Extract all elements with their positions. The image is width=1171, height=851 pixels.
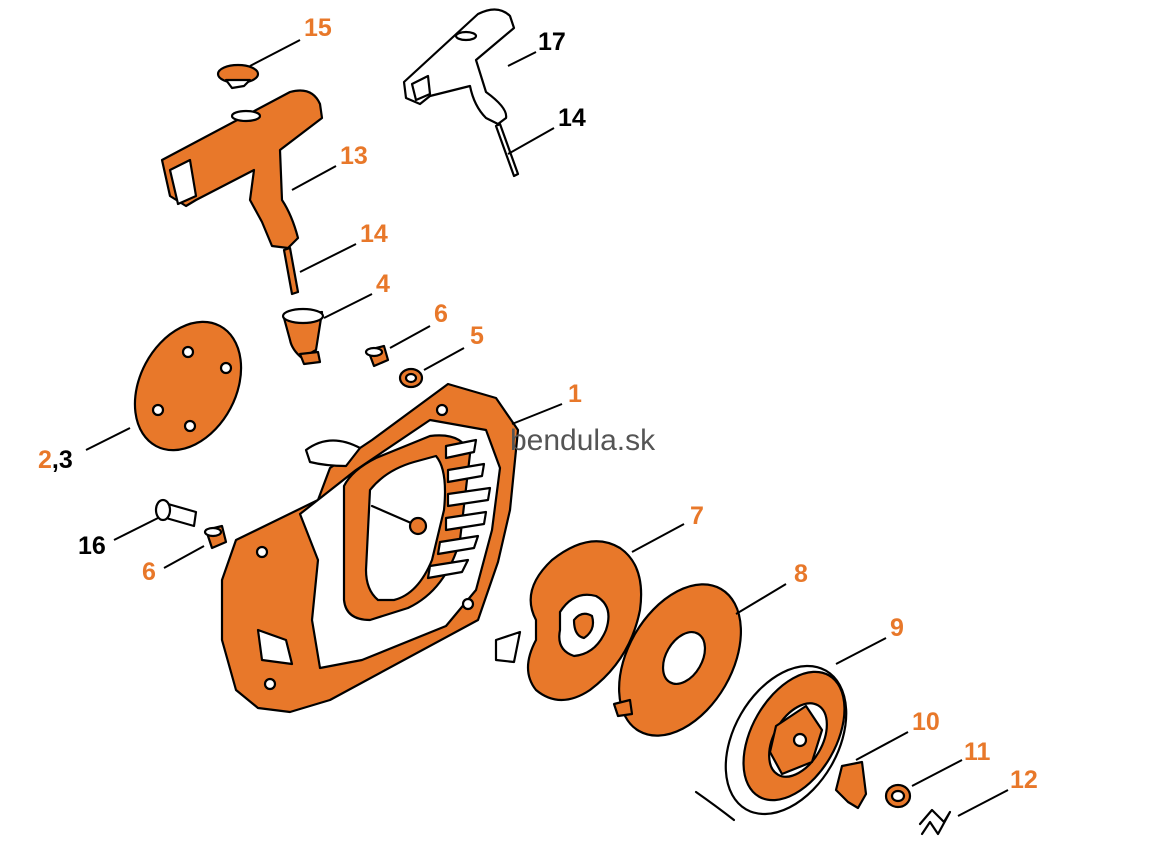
label-14-orange: 14 bbox=[360, 220, 388, 248]
label-2-3: 2,3 bbox=[38, 446, 73, 474]
label-6-upper: 6 bbox=[434, 300, 448, 328]
label-5: 5 bbox=[470, 322, 484, 350]
label-10: 10 bbox=[912, 708, 940, 736]
label-16: 16 bbox=[78, 532, 106, 560]
label-12: 12 bbox=[1010, 766, 1038, 794]
label-15: 15 bbox=[304, 14, 332, 42]
part-8-spring-housing bbox=[612, 583, 743, 737]
part-9-rope-rotor bbox=[694, 664, 848, 822]
label-17: 17 bbox=[538, 28, 566, 56]
label-9: 9 bbox=[890, 614, 904, 642]
part-5-washer bbox=[398, 367, 424, 389]
part-6-nut-upper bbox=[364, 344, 390, 368]
label-13: 13 bbox=[340, 142, 368, 170]
part-14-rope-orange bbox=[282, 246, 300, 296]
part-4-rope-guide bbox=[281, 307, 325, 366]
part-10-pawl bbox=[834, 760, 868, 810]
part-13-starter-grip bbox=[160, 89, 324, 250]
label-8: 8 bbox=[794, 560, 808, 588]
part-6-nut-lower bbox=[203, 524, 228, 550]
label-4: 4 bbox=[376, 270, 390, 298]
part-1-fan-housing bbox=[220, 382, 520, 714]
part-11-washer bbox=[884, 783, 912, 809]
label-11: 11 bbox=[964, 738, 991, 766]
part-12-spring-clip bbox=[918, 808, 952, 836]
part-2-3-cover-plate bbox=[133, 320, 243, 452]
label-6-lower: 6 bbox=[142, 558, 156, 586]
fan-fins bbox=[426, 438, 492, 580]
leader-lines bbox=[85, 39, 1009, 817]
label-14-black: 14 bbox=[558, 104, 586, 132]
part-16-screw bbox=[154, 498, 198, 528]
part-14-rope bbox=[494, 122, 520, 178]
label-1: 1 bbox=[568, 380, 582, 408]
part-17-starter-grip-alt bbox=[402, 8, 516, 126]
part-15-cap bbox=[216, 63, 260, 90]
label-7: 7 bbox=[690, 502, 704, 530]
watermark: bendula.sk bbox=[510, 424, 656, 457]
part-labels: 15 17 14 13 14 4 6 5 1 2,3 bendula.sk 16… bbox=[38, 14, 1038, 794]
part-7-rewind-spring bbox=[494, 540, 643, 702]
